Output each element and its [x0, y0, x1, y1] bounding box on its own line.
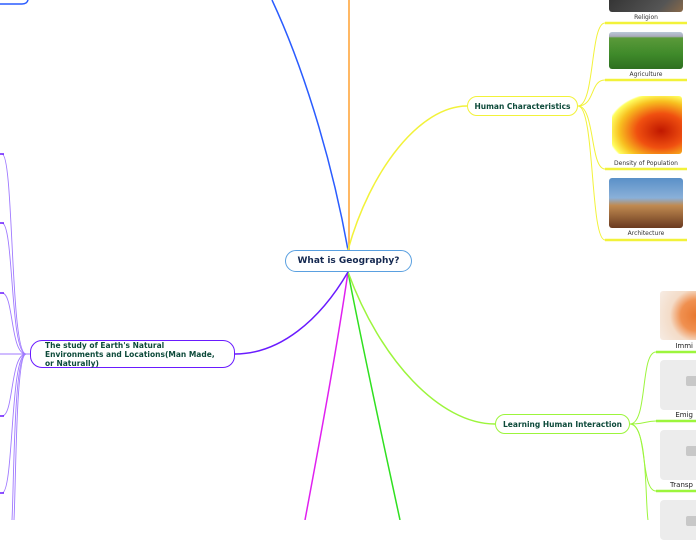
natural-environments-label: The study of Earth's Natural Environment… [45, 340, 215, 368]
learning-human-interaction-label: Learning Human Interaction [503, 419, 622, 429]
camera-icon [686, 376, 696, 386]
architecture-image[interactable] [609, 178, 683, 228]
transportation-image-placeholder[interactable] [660, 430, 696, 480]
architecture-label: Architecture [627, 230, 665, 237]
learning-human-interaction-node[interactable]: Learning Human Interaction [495, 414, 630, 434]
human-characteristics-label: Human Characteristics [474, 101, 571, 111]
emigration-label: Emig [674, 411, 694, 419]
religion-image[interactable] [609, 0, 683, 12]
central-topic-label: What is Geography? [297, 256, 400, 266]
agriculture-label: Agriculture [629, 71, 663, 78]
green-branch-line [347, 271, 401, 520]
human-characteristics-node[interactable]: Human Characteristics [467, 96, 578, 116]
blue-branch-line [271, 0, 349, 251]
lhi-line [347, 271, 496, 425]
connector-lines [0, 0, 696, 520]
blue-top-left-line [0, 0, 29, 5]
image-placeholder[interactable] [660, 500, 696, 540]
emigration-image-placeholder[interactable] [660, 360, 696, 410]
immigration-label: Immi [674, 342, 694, 350]
density-of-population-label: Density of Population [614, 160, 678, 167]
population-density-map-image[interactable] [612, 96, 682, 154]
nat-line [234, 271, 349, 355]
transportation-label: Transp [669, 481, 694, 489]
natural-environments-node[interactable]: The study of Earth's Natural Environment… [30, 340, 235, 368]
magenta-branch-line [304, 271, 349, 520]
camera-icon [686, 516, 696, 526]
camera-icon [686, 446, 696, 456]
central-topic-node[interactable]: What is Geography? [285, 250, 412, 272]
agriculture-image[interactable] [609, 32, 683, 69]
religion-label: Religion [634, 14, 658, 21]
hc-line [347, 105, 468, 251]
immigration-image[interactable] [660, 291, 696, 340]
